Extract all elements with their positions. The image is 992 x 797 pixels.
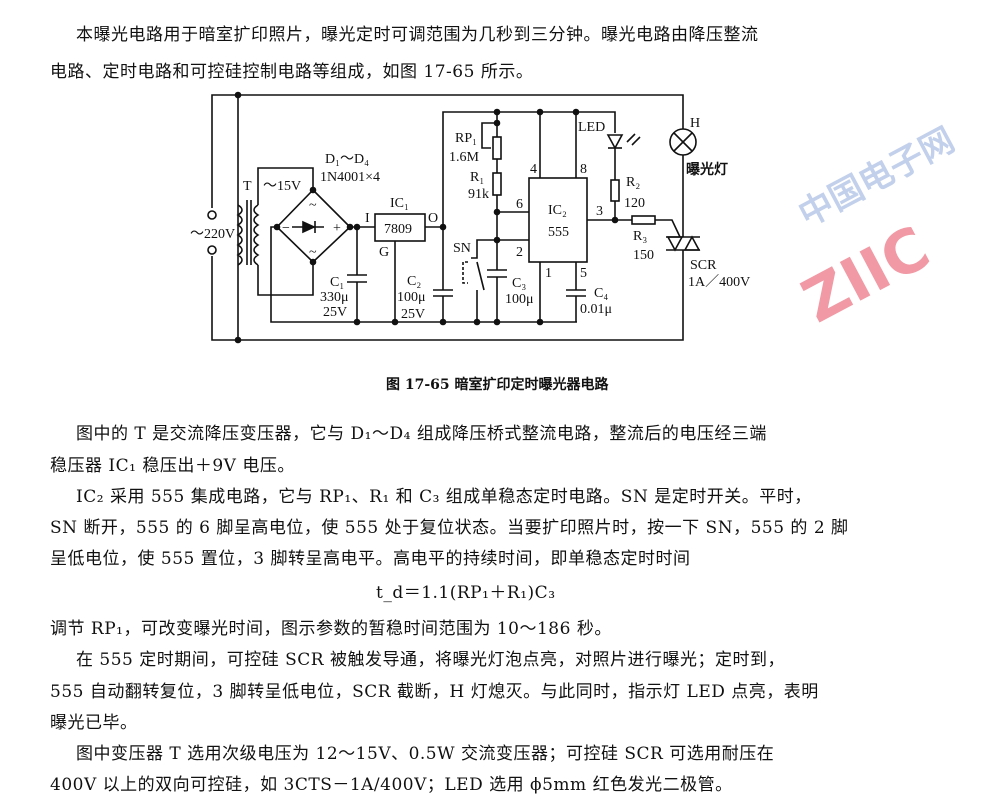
label-r1: R₁ <box>470 170 484 185</box>
label-lamp: 曝光灯 <box>686 161 728 178</box>
label-sn: SN <box>453 241 471 256</box>
label-pin8: 8 <box>580 162 587 177</box>
circuit-diagram: ～220V T ～15V D₁～D₄ 1N4001×4 − + ~ ~ IC₁ … <box>190 91 750 344</box>
label-pin6: 6 <box>516 197 523 212</box>
text-line: 调节 RP₁，可改变曝光时间，图示参数的暂稳时间范围为 10～186 秒。 <box>50 619 612 639</box>
label-r2: R₂ <box>626 175 640 190</box>
label-pin2: 2 <box>516 245 523 260</box>
label-c3: C₃ <box>512 276 526 291</box>
label-secondary: ～15V <box>263 179 301 194</box>
label-ic1: IC₁ <box>390 196 409 211</box>
label-mains: ～220V <box>190 227 235 242</box>
label-h: H <box>690 116 700 131</box>
label-pin1: 1 <box>545 266 552 281</box>
label-c2-value: 100μ <box>397 290 426 305</box>
label-plus: + <box>333 221 341 236</box>
text-line: 电路、定时电路和可控硅控制电路等组成，如图 17-65 所示。 <box>50 62 534 82</box>
label-rp1: RP₁ <box>455 131 477 146</box>
triac-scr-icon <box>666 235 701 252</box>
text-line: 呈低电位，使 555 置位，3 脚转呈高电平。高电平的持续时间，即单稳态定时时间 <box>50 549 691 569</box>
label-c4-value: 0.01μ <box>580 302 612 317</box>
label-c2: C₂ <box>407 274 421 289</box>
label-rp1-value: 1.6M <box>449 150 480 165</box>
label-c1-voltage: 25V <box>323 305 347 320</box>
label-c1: C₁ <box>330 275 344 290</box>
label-diodes-part: 1N4001×4 <box>320 170 380 185</box>
resistor-r2 <box>610 179 620 202</box>
label-minus: − <box>282 221 290 236</box>
label-r1-value: 91k <box>468 187 489 202</box>
label-c3-value: 100μ <box>505 292 534 307</box>
label-r3: R₃ <box>633 229 647 244</box>
text-line: 稳压器 IC₁ 稳压出＋9V 电压。 <box>50 456 295 476</box>
label-r2-value: 120 <box>624 196 645 211</box>
text-line: 本曝光电路用于暗室扩印照片，曝光定时可调范围为几秒到三分钟。曝光电路由降压整流 <box>76 25 759 45</box>
text-line: 555 自动翻转复位，3 脚转呈低电位，SCR 截断，H 灯熄灭。与此同时，指示… <box>50 682 819 702</box>
label-c4: C₄ <box>594 286 608 301</box>
lamp-icon <box>669 128 697 156</box>
label-c2-voltage: 25V <box>401 307 425 322</box>
label-pin4: 4 <box>530 162 537 177</box>
timer-ic2 <box>528 177 588 263</box>
label-scr: SCR <box>690 258 717 273</box>
text-line: 在 555 定时期间，可控硅 SCR 被触发导通，将曝光灯泡点亮，对照片进行曝光… <box>76 650 786 670</box>
text-line: 曝光已毕。 <box>50 713 138 733</box>
text-line: SN 断开，555 的 6 脚呈高电位，使 555 处于复位状态。当要扩印照片时… <box>50 518 849 538</box>
label-ac: ~ <box>309 245 317 260</box>
formula: t_d＝1.1(RP₁＋R₁)C₃ <box>376 583 556 603</box>
label-555: 555 <box>548 225 569 240</box>
label-pin-i: I <box>365 211 370 226</box>
label-7809: 7809 <box>384 222 412 237</box>
transformer-icon <box>236 200 260 266</box>
label-ac: ~ <box>309 198 317 213</box>
label-diodes: D₁～D₄ <box>325 152 369 167</box>
label-scr-value: 1A／400V <box>688 274 750 290</box>
led-icon <box>606 133 641 150</box>
text-line: 图中变压器 T 选用次级电压为 12～15V、0.5W 交流变压器；可控硅 SC… <box>76 744 775 764</box>
label-pin3: 3 <box>596 204 603 219</box>
figure-caption: 图 17-65 暗室扩印定时曝光器电路 <box>386 377 609 393</box>
text-line: 图中的 T 是交流降压变压器，它与 D₁～D₄ 组成降压桥式整流电路，整流后的电… <box>76 424 767 444</box>
label-ic2: IC₂ <box>548 203 567 218</box>
resistor-r1 <box>492 172 502 196</box>
label-pin-o: O <box>428 211 438 226</box>
label-pin5: 5 <box>580 266 587 281</box>
terminal-icon <box>207 210 217 220</box>
label-led: LED <box>578 120 605 135</box>
switch-sn <box>462 239 497 322</box>
label-t: T <box>243 179 252 194</box>
potentiometer-rp1 <box>492 136 502 160</box>
label-c1-value: 330μ <box>320 290 349 305</box>
label-r3-value: 150 <box>633 248 654 263</box>
label-pin-g: G <box>379 245 389 260</box>
terminal-icon <box>207 245 217 255</box>
text-line: 400V 以上的双向可控硅，如 3CTS－1A/400V；LED 选用 ϕ5mm… <box>50 775 733 795</box>
text-line: IC₂ 采用 555 集成电路，它与 RP₁、R₁ 和 C₃ 组成单稳态定时电路… <box>76 487 812 507</box>
resistor-r3 <box>631 215 656 225</box>
